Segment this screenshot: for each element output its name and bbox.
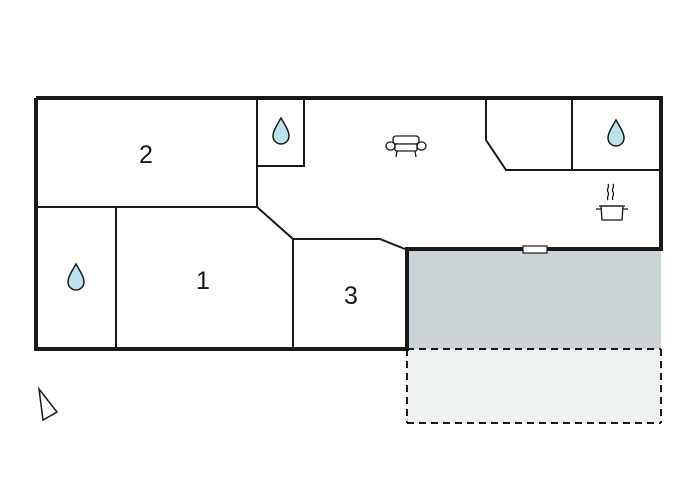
room-label-1: 1 <box>196 267 210 295</box>
sofa-icon <box>385 135 427 158</box>
terrace-dashed-outline <box>406 348 662 424</box>
water-drop-icon <box>607 118 625 147</box>
terrace-door <box>522 245 548 254</box>
room-label-2: 2 <box>139 141 153 169</box>
cooking-pot-icon <box>596 183 628 221</box>
room-label-3: 3 <box>344 282 358 310</box>
covered-terrace <box>407 249 661 349</box>
interior-walls <box>36 98 661 349</box>
north-arrow-icon <box>37 386 59 422</box>
water-drop-icon <box>67 262 85 291</box>
water-drop-icon <box>272 116 290 145</box>
open-terrace <box>407 349 661 423</box>
exterior-walls <box>34 96 663 351</box>
